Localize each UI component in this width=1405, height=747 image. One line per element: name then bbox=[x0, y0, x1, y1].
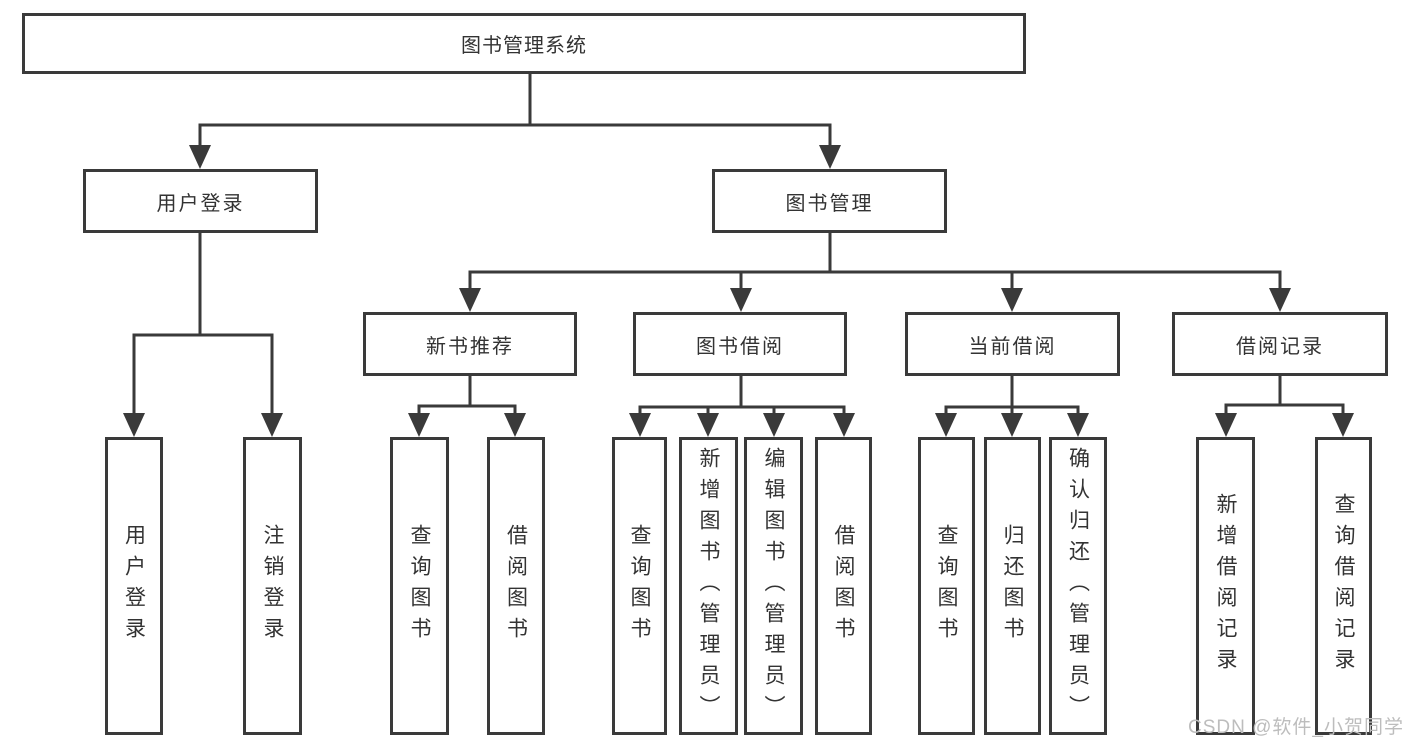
node-borrow-record-label: 借阅记录 bbox=[1236, 335, 1324, 358]
leaf-edit-books-admin: 编辑图书（管理员） bbox=[744, 437, 803, 735]
leaf-query-books-2-label: 查询图书 bbox=[628, 524, 651, 648]
leaf-borrow-books-2: 借阅图书 bbox=[815, 437, 872, 735]
leaf-query-books-3-label: 查询图书 bbox=[935, 524, 958, 648]
leaf-query-books-1: 查询图书 bbox=[390, 437, 449, 735]
leaf-confirm-return-admin-label: 确认归还（管理员） bbox=[1066, 446, 1090, 726]
node-book-borrow-label: 图书借阅 bbox=[696, 335, 784, 358]
leaf-borrow-books-1: 借阅图书 bbox=[487, 437, 545, 735]
node-current-borrow-label: 当前借阅 bbox=[968, 335, 1057, 358]
node-current-borrow: 当前借阅 bbox=[905, 312, 1120, 376]
leaf-query-books-1-label: 查询图书 bbox=[408, 524, 431, 648]
node-book-management: 图书管理 bbox=[712, 169, 947, 233]
leaf-query-borrow-record-label: 查询借阅记录 bbox=[1332, 493, 1355, 679]
leaf-return-books: 归还图书 bbox=[984, 437, 1041, 735]
node-book-management-label: 图书管理 bbox=[785, 192, 874, 215]
connector-current-borrow-branch bbox=[935, 374, 1089, 437]
node-root-label: 图书管理系统 bbox=[461, 35, 587, 57]
leaf-add-books-admin: 新增图书（管理员） bbox=[679, 437, 738, 735]
leaf-logout-label: 注销登录 bbox=[261, 524, 284, 648]
connector-new-book-branch bbox=[408, 374, 526, 437]
node-borrow-record: 借阅记录 bbox=[1172, 312, 1388, 376]
node-root-system: 图书管理系统 bbox=[22, 13, 1026, 74]
node-new-book-recommend: 新书推荐 bbox=[363, 312, 577, 376]
node-book-borrow: 图书借阅 bbox=[633, 312, 847, 376]
connector-book-borrow-branch bbox=[629, 374, 855, 437]
leaf-user-login: 用户登录 bbox=[105, 437, 163, 735]
leaf-borrow-books-2-label: 借阅图书 bbox=[832, 524, 855, 648]
node-user-login: 用户登录 bbox=[83, 169, 318, 233]
leaf-edit-books-admin-label: 编辑图书（管理员） bbox=[762, 446, 785, 726]
leaf-logout: 注销登录 bbox=[243, 437, 302, 735]
connector-root-to-level2 bbox=[189, 72, 841, 169]
leaf-query-books-2: 查询图书 bbox=[612, 437, 667, 735]
connector-user-login-branch bbox=[123, 231, 283, 437]
leaf-query-borrow-record: 查询借阅记录 bbox=[1315, 437, 1372, 735]
connector-book-management-branch bbox=[459, 231, 1291, 312]
connector-borrow-record-branch bbox=[1215, 374, 1354, 437]
leaf-borrow-books-1-label: 借阅图书 bbox=[504, 524, 528, 648]
node-user-login-label: 用户登录 bbox=[156, 192, 245, 215]
leaf-user-login-label: 用户登录 bbox=[122, 524, 146, 648]
leaf-add-books-admin-label: 新增图书（管理员） bbox=[697, 446, 720, 726]
leaf-add-borrow-record-label: 新增借阅记录 bbox=[1214, 493, 1237, 679]
leaf-return-books-label: 归还图书 bbox=[1001, 524, 1024, 648]
node-new-book-recommend-label: 新书推荐 bbox=[426, 335, 514, 358]
leaf-query-books-3: 查询图书 bbox=[918, 437, 975, 735]
leaf-add-borrow-record: 新增借阅记录 bbox=[1196, 437, 1255, 735]
csdn-watermark: CSDN @软件_小贺同学 bbox=[1188, 717, 1404, 738]
leaf-confirm-return-admin: 确认归还（管理员） bbox=[1049, 437, 1107, 735]
